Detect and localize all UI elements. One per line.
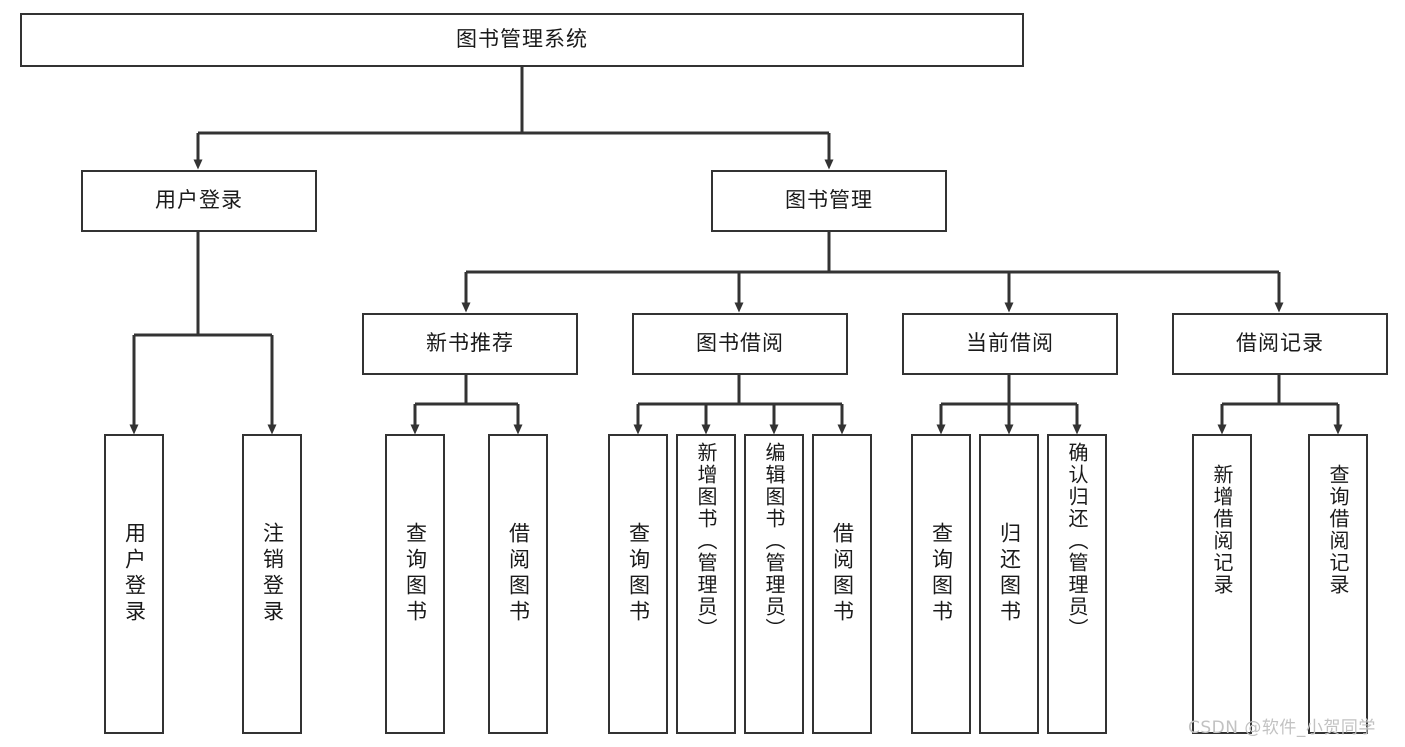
- node-leaf-borrow-book-2-label: 借阅图书: [830, 522, 855, 626]
- node-leaf-confirm-return[interactable]: 确认归还（管理员）: [1047, 434, 1107, 734]
- node-new-book-recommend-label: 新书推荐: [426, 331, 514, 356]
- node-leaf-query-book-2[interactable]: 查询图书: [608, 434, 668, 734]
- node-leaf-query-book-3[interactable]: 查询图书: [911, 434, 971, 734]
- node-current-borrow-label: 当前借阅: [966, 331, 1054, 356]
- node-borrow-record[interactable]: 借阅记录: [1172, 313, 1388, 375]
- node-current-borrow[interactable]: 当前借阅: [902, 313, 1118, 375]
- node-root-label: 图书管理系统: [456, 27, 588, 52]
- node-book-borrow[interactable]: 图书借阅: [632, 313, 848, 375]
- node-leaf-query-record-label: 查询借阅记录: [1326, 464, 1350, 596]
- node-leaf-query-book-3-label: 查询图书: [929, 522, 954, 626]
- node-leaf-query-book-2-label: 查询图书: [626, 522, 651, 626]
- node-leaf-add-book[interactable]: 新增图书（管理员）: [676, 434, 736, 734]
- node-leaf-edit-book-label: 编辑图书（管理员）: [762, 442, 786, 640]
- node-borrow-record-label: 借阅记录: [1236, 331, 1324, 356]
- node-user-login-label: 用户登录: [155, 188, 243, 213]
- node-leaf-borrow-book-1-label: 借阅图书: [506, 522, 531, 626]
- node-book-manage-label: 图书管理: [785, 188, 873, 213]
- watermark-text: CSDN @软件_小贺同学: [1188, 718, 1376, 738]
- node-leaf-borrow-book-2[interactable]: 借阅图书: [812, 434, 872, 734]
- node-leaf-user-login[interactable]: 用户登录: [104, 434, 164, 734]
- node-leaf-return-book[interactable]: 归还图书: [979, 434, 1039, 734]
- node-new-book-recommend[interactable]: 新书推荐: [362, 313, 578, 375]
- node-leaf-add-record-label: 新增借阅记录: [1210, 464, 1234, 596]
- node-leaf-query-book-1[interactable]: 查询图书: [385, 434, 445, 734]
- node-leaf-user-logout[interactable]: 注销登录: [242, 434, 302, 734]
- node-leaf-query-book-1-label: 查询图书: [403, 522, 428, 626]
- node-leaf-user-logout-label: 注销登录: [260, 522, 285, 626]
- node-leaf-confirm-return-label: 确认归还（管理员）: [1065, 442, 1089, 640]
- node-leaf-add-book-label: 新增图书（管理员）: [694, 442, 718, 640]
- node-leaf-edit-book[interactable]: 编辑图书（管理员）: [744, 434, 804, 734]
- node-book-manage[interactable]: 图书管理: [711, 170, 947, 232]
- node-leaf-query-record[interactable]: 查询借阅记录: [1308, 434, 1368, 734]
- node-leaf-user-login-label: 用户登录: [122, 522, 147, 626]
- node-leaf-borrow-book-1[interactable]: 借阅图书: [488, 434, 548, 734]
- node-user-login[interactable]: 用户登录: [81, 170, 317, 232]
- node-book-borrow-label: 图书借阅: [696, 331, 784, 356]
- node-leaf-add-record[interactable]: 新增借阅记录: [1192, 434, 1252, 734]
- node-root[interactable]: 图书管理系统: [20, 13, 1024, 67]
- node-leaf-return-book-label: 归还图书: [997, 522, 1022, 626]
